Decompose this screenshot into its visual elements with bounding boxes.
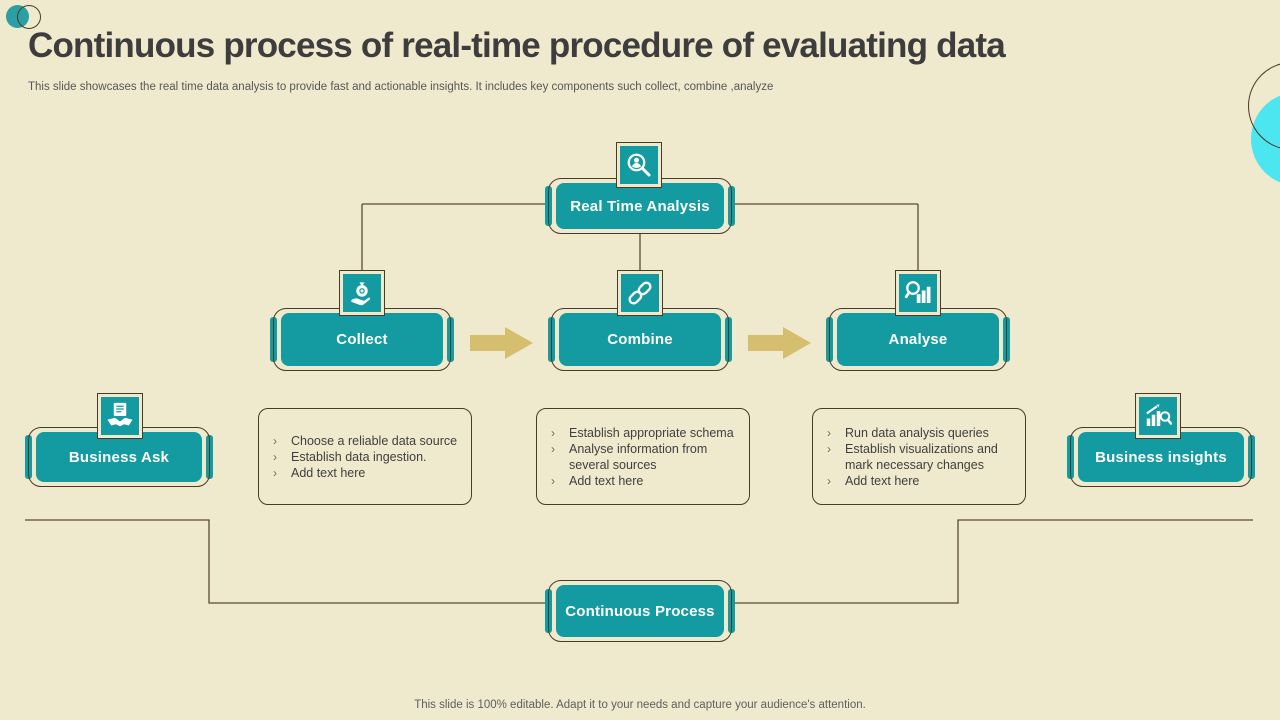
node-business-ask: Business Ask (25, 427, 213, 487)
slide-footer-note: This slide is 100% editable. Adapt it to… (414, 699, 866, 711)
list-item: Run data analysis queries (819, 425, 1015, 441)
combine-details-list: Establish appropriate schema Analyse inf… (543, 425, 739, 489)
node-continuous-process: Continuous Process (545, 580, 735, 642)
magnifier-bar-chart-icon (904, 281, 931, 303)
collect-details-box: Choose a reliable data source Establish … (258, 408, 472, 505)
combine-iconbox (617, 270, 663, 316)
business-ask-iconbox (97, 393, 143, 439)
node-real-time-analysis: Real Time Analysis (545, 178, 735, 234)
arrow-combine-to-analyse (748, 327, 811, 359)
node-label: Continuous Process (565, 602, 715, 620)
real-time-analysis-iconbox (616, 142, 662, 188)
list-item: Add text here (265, 465, 457, 481)
slide-title: Continuous process of real-time procedur… (28, 26, 1006, 65)
list-item: Establish appropriate schema (543, 425, 739, 441)
list-item: Add text here (543, 473, 739, 489)
node-frame (548, 580, 732, 642)
chart-trend-magnifier-icon (1146, 404, 1173, 426)
node-label: Business insights (1095, 448, 1227, 466)
list-item: Choose a reliable data source (265, 433, 457, 449)
node-analyse: Analyse (826, 308, 1010, 371)
chain-link-icon (628, 281, 652, 305)
node-business-insights: Business insights (1067, 427, 1255, 487)
node-label: Analyse (888, 331, 948, 348)
loop-connector-left (25, 519, 548, 604)
top-connector-lines (361, 203, 919, 271)
arrow-collect-to-combine (470, 327, 533, 359)
person-search-icon (627, 153, 651, 177)
node-label: Business Ask (68, 448, 170, 466)
analyse-iconbox (895, 270, 941, 316)
list-item: Add text here (819, 473, 1015, 489)
hand-money-bag-icon (351, 282, 370, 306)
combine-details-box: Establish appropriate schema Analyse inf… (536, 408, 750, 505)
list-item: Establish data ingestion. (265, 449, 457, 465)
analyse-details-list: Run data analysis queries Establish visu… (819, 425, 1015, 489)
node-combine: Combine (548, 308, 732, 371)
node-label: Collect (336, 331, 388, 348)
logo-circle-outline (17, 5, 41, 29)
node-label: Real Time Analysis (570, 197, 710, 215)
business-insights-iconbox (1135, 393, 1181, 439)
slide-subtitle: This slide showcases the real time data … (28, 81, 774, 93)
list-item: Analyse information from several sources (543, 441, 739, 473)
loop-connector-right (732, 519, 1253, 604)
list-item: Establish visualizations and mark necess… (819, 441, 1015, 473)
analyse-details-box: Run data analysis queries Establish visu… (812, 408, 1026, 505)
node-collect: Collect (270, 308, 454, 371)
document-handshake-icon (107, 402, 133, 427)
collect-details-list: Choose a reliable data source Establish … (265, 433, 457, 481)
collect-iconbox (339, 270, 385, 316)
node-label: Combine (607, 331, 673, 348)
